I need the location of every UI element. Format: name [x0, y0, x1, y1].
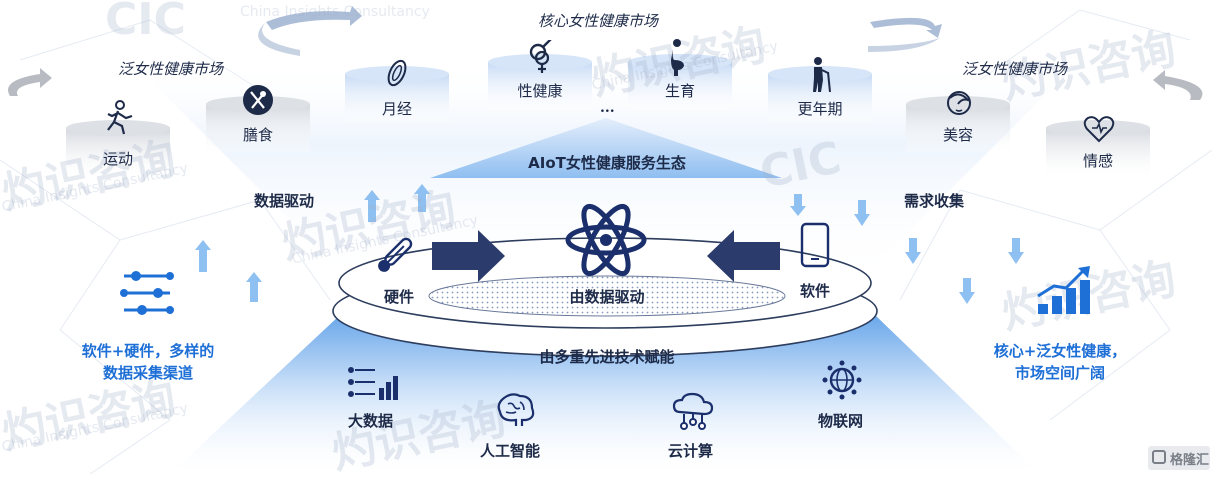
ai-brain-icon [494, 392, 538, 434]
core-item-label: 月经 [381, 100, 412, 118]
right-note-line: 市场空间广阔 [1014, 364, 1105, 382]
pregnant-woman-icon [668, 38, 690, 80]
sanitary-pad-icon [383, 58, 411, 92]
cloud-icon [670, 392, 716, 434]
big-data-icon [345, 364, 405, 408]
core-item-label: 更年期 [797, 100, 843, 118]
left-item-label: 运动 [102, 150, 133, 168]
right-note: 核心+泛女性健康， 市场空间广阔 [972, 340, 1148, 384]
hardware-label: 硬件 [384, 288, 415, 306]
core-item-label: 生育 [664, 82, 695, 100]
left-extended-market-title: 泛女性健康市场 [118, 60, 224, 78]
ecosystem-label: AIoT女性健康服务生态 [528, 154, 686, 172]
demand-collection-label: 需求收集 [904, 192, 965, 210]
up-arrows [195, 184, 430, 302]
thermometer-icon [372, 234, 416, 282]
right-extended-market-title: 泛女性健康市场 [962, 60, 1068, 78]
tech-item-label: 人工智能 [480, 442, 541, 460]
tech-label: 由多重先进技术赋能 [539, 348, 675, 366]
badge-text: 格隆汇 [1170, 453, 1210, 468]
smartphone-icon [800, 222, 830, 272]
growth-chart-icon [1036, 266, 1092, 320]
data-pipeline-icon [118, 266, 180, 324]
core-item-label: 性健康 [517, 82, 563, 100]
core-market-title: 核心女性健康市场 [538, 12, 659, 30]
core-cylinders [345, 54, 872, 122]
right-item-label: 美容 [942, 126, 973, 144]
software-label: 软件 [800, 282, 831, 300]
core-ellipsis: ... [600, 100, 615, 116]
atom-icon [563, 200, 649, 284]
left-note-line: 数据采集渠道 [102, 364, 193, 382]
elderly-person-icon [808, 56, 834, 96]
running-person-icon [104, 100, 134, 140]
tech-item-label: 大数据 [348, 412, 394, 430]
tech-item-label: 物联网 [818, 412, 864, 430]
right-item-label: 情感 [1082, 152, 1113, 170]
left-item-label: 膳食 [242, 126, 273, 144]
extended-cylinders [66, 96, 1150, 176]
badge-logo-icon [1152, 450, 1166, 464]
right-note-line: 核心+泛女性健康， [993, 342, 1127, 360]
fork-knife-icon [242, 84, 274, 120]
source-badge: 格隆汇 [1148, 446, 1210, 470]
down-arrows [790, 194, 1024, 304]
iot-globe-icon [822, 360, 862, 404]
data-driven-label: 数据驱动 [254, 192, 315, 210]
woman-face-icon [944, 88, 974, 122]
center-label: 由数据驱动 [569, 288, 645, 306]
heart-icon [1082, 114, 1116, 148]
gender-symbols-icon [526, 38, 556, 78]
left-note-line: 软件+硬件，多样的 [81, 342, 215, 360]
left-note: 软件+硬件，多样的 数据采集渠道 [60, 340, 236, 384]
tech-item-label: 云计算 [668, 442, 714, 460]
